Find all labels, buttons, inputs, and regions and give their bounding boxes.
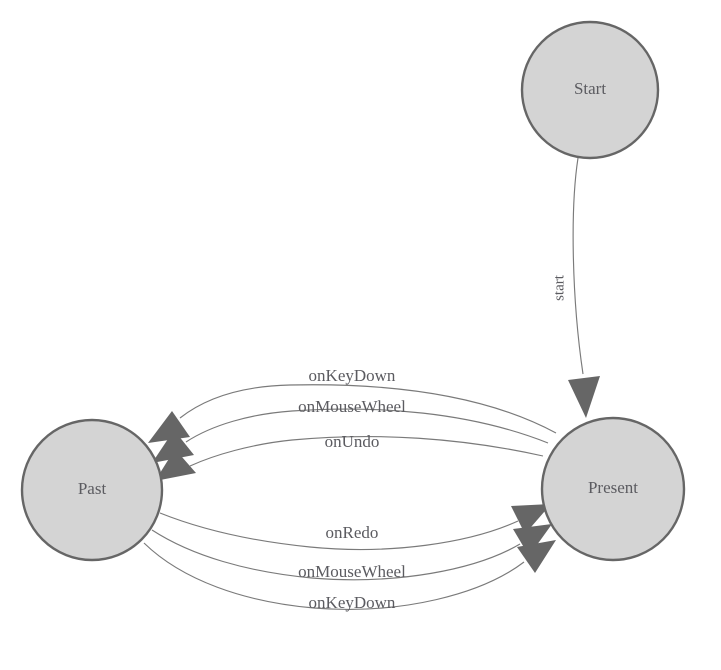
edge-label-present-past-onundo: onUndo: [325, 432, 380, 451]
edge-label-past-present-onmousewheel: onMouseWheel: [298, 562, 406, 581]
node-present-circle: [540, 416, 686, 562]
node-past-label: Past: [78, 479, 107, 498]
edge-start-to-present-arrowhead: [568, 376, 600, 418]
edge-present-to-past-onmousewheel[interactable]: onMouseWheel: [152, 397, 549, 463]
edge-present-to-past-onundo-path: [189, 435, 544, 467]
edge-label-start: start: [551, 274, 567, 301]
edge-past-to-present-onredo-path: [159, 512, 519, 551]
edge-past-to-present-onkeydown-path: [143, 542, 525, 610]
edge-label-present-past-onkeydown: onKeyDown: [309, 366, 396, 385]
edge-present-to-past-onkeydown-path: [179, 384, 557, 434]
edge-past-to-present-onkeydown[interactable]: onKeyDown: [143, 540, 556, 612]
node-present[interactable]: Present: [540, 416, 686, 562]
edge-past-to-present-onmousewheel-arrowhead: [513, 524, 552, 556]
edge-present-to-past-onmousewheel-arrowhead: [152, 430, 194, 463]
node-present-label: Present: [588, 478, 638, 497]
edge-present-to-past-onkeydown-arrowhead: [148, 411, 190, 443]
edge-past-to-present-onmousewheel-path: [151, 529, 521, 581]
edge-label-past-present-onredo: onRedo: [326, 523, 379, 542]
edge-past-to-present-onredo-arrowhead: [511, 504, 551, 534]
edge-label-present-past-onmousewheel: onMouseWheel: [298, 397, 406, 416]
edge-label-past-present-onkeydown: onKeyDown: [309, 593, 396, 612]
edge-start-to-present[interactable]: start: [551, 157, 600, 418]
node-past[interactable]: Past: [20, 418, 164, 562]
edge-past-to-present-onmousewheel[interactable]: onMouseWheel: [151, 524, 552, 581]
node-start-circle: [520, 20, 660, 160]
node-start[interactable]: Start: [520, 20, 660, 160]
edge-present-to-past-onkeydown[interactable]: onKeyDown: [148, 366, 557, 443]
edge-past-to-present-onredo[interactable]: onRedo: [159, 504, 551, 551]
node-past-circle: [20, 418, 164, 562]
edge-past-to-present-onkeydown-arrowhead: [517, 540, 556, 573]
edge-start-to-present-path: [572, 157, 584, 375]
edge-present-to-past-onmousewheel-path: [185, 408, 549, 444]
edge-present-to-past-onundo-arrowhead: [155, 449, 196, 481]
edge-present-to-past-onundo[interactable]: onUndo: [155, 432, 544, 481]
node-start-label: Start: [574, 79, 606, 98]
